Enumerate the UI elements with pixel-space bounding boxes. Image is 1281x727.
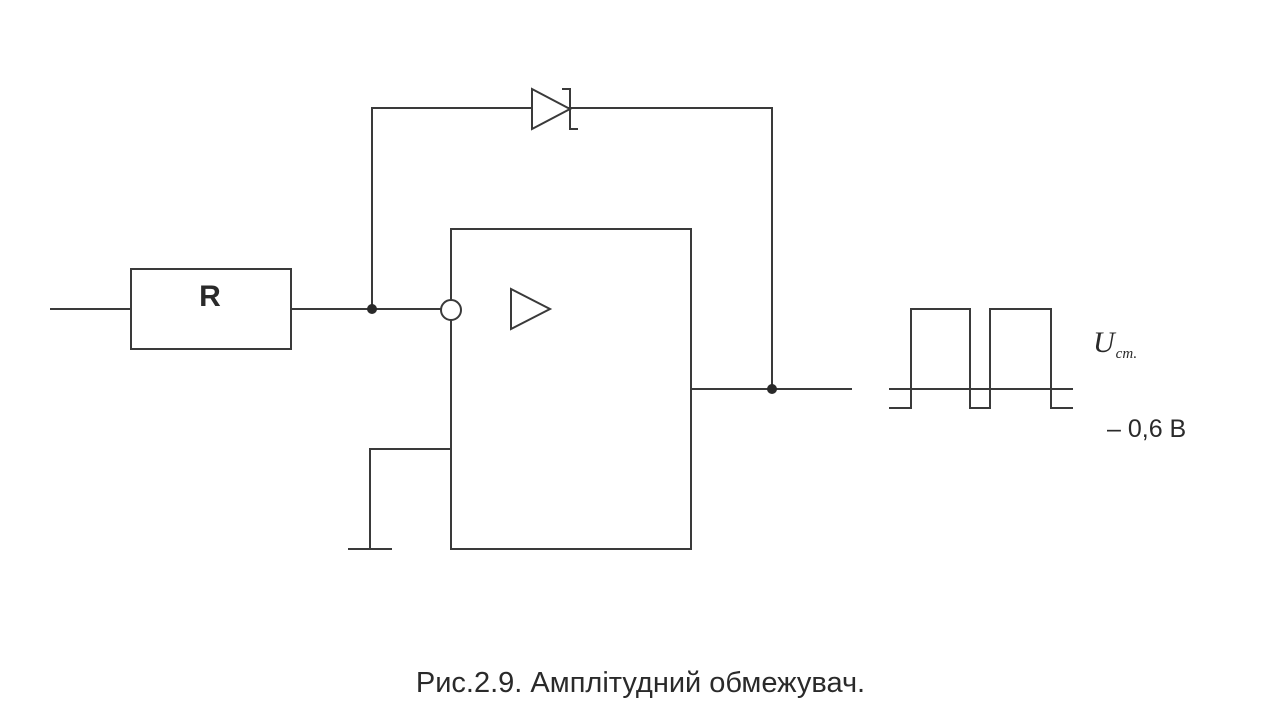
resistor-label: R: [199, 280, 221, 313]
limit-voltage-label: – 0,6 В: [1107, 415, 1186, 443]
output-waveform: [889, 308, 1073, 409]
output-voltage-label: Uст.: [1093, 326, 1137, 362]
diode: [531, 87, 578, 131]
inverting-input-bubble: [440, 299, 462, 321]
figure-caption: Рис.2.9. Амплітудний обмежувач.: [415, 667, 866, 699]
amplifier-triangle-icon: [510, 287, 553, 331]
op-amp: [450, 228, 692, 550]
feedback-wire: [371, 107, 773, 389]
output-junction-dot: [767, 384, 777, 394]
input-junction-dot: [367, 304, 377, 314]
ground-wire: [369, 448, 451, 549]
